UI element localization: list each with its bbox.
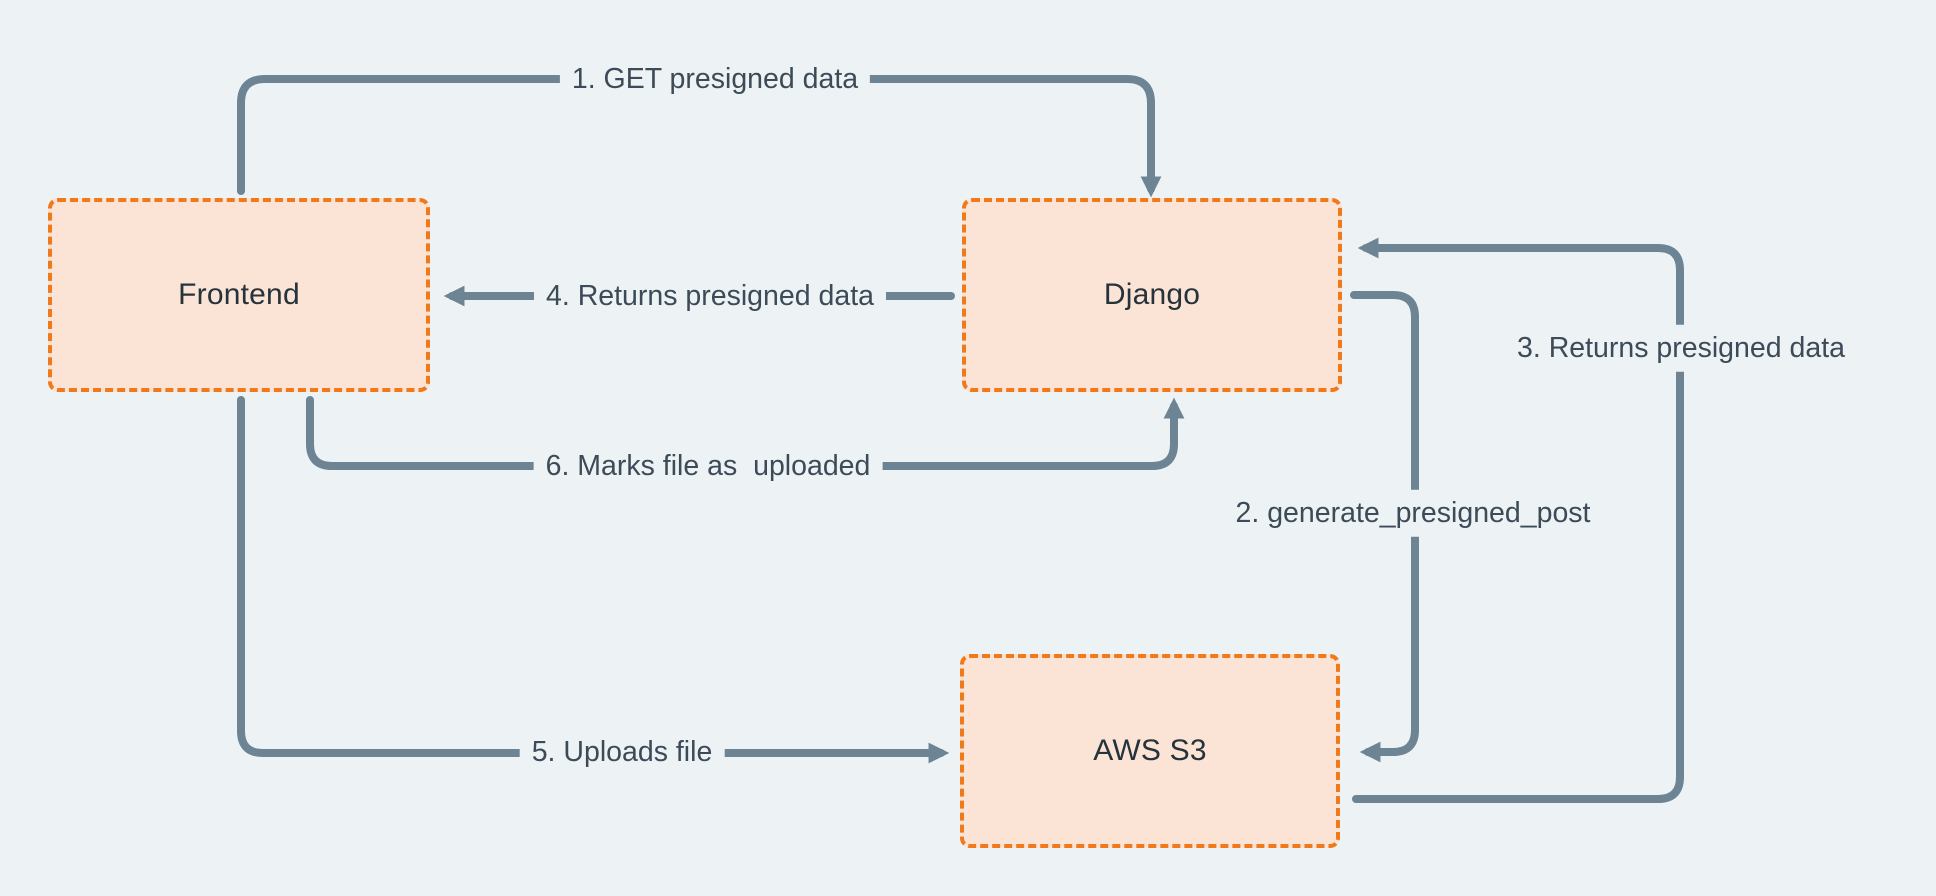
- edge-5-label: 5. Uploads file: [519, 728, 725, 776]
- edge-3-returns-presigned-data: [1352, 237, 1684, 803]
- node-django: Django: [962, 198, 1342, 392]
- edge-1-label: 1. GET presigned data: [559, 55, 871, 103]
- edge-2-label: 2. generate_presigned_post: [1223, 489, 1603, 537]
- node-aws-s3-label: AWS S3: [1093, 734, 1207, 767]
- node-frontend: Frontend: [48, 198, 430, 392]
- edge-4-label: 4. Returns presigned data: [534, 272, 886, 320]
- node-aws-s3: AWS S3: [960, 654, 1340, 848]
- edge-3-label: 3. Returns presigned data: [1505, 324, 1857, 372]
- node-django-label: Django: [1103, 278, 1201, 311]
- edge-5-uploads-file: [237, 396, 950, 764]
- edge-6-label: 6. Marks file as uploaded: [533, 442, 883, 490]
- node-frontend-label: Frontend: [178, 278, 300, 311]
